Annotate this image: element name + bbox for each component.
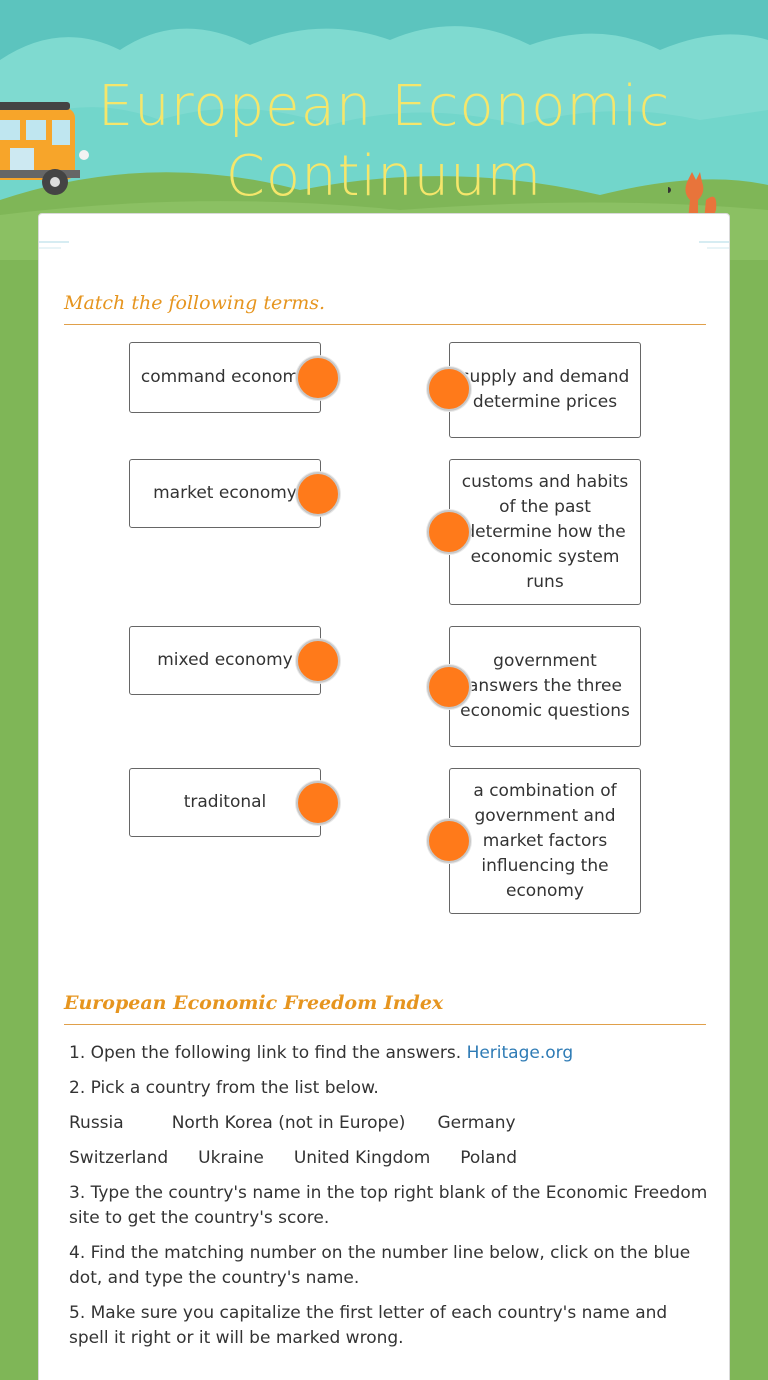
- term-label: market economy: [153, 483, 297, 503]
- term-label: supply and demand determine prices: [460, 367, 630, 412]
- card-corner-decoration: [699, 241, 729, 249]
- instruction-step-1: 1. Open the following link to find the a…: [69, 1041, 709, 1066]
- instruction-step-2: 2. Pick a country from the list below.: [69, 1078, 379, 1098]
- country-name: Ukraine: [198, 1148, 264, 1168]
- match-term-left-3: mixed economy: [129, 626, 321, 695]
- match-term-left-4: traditonal: [129, 768, 321, 837]
- match-term-left-1: command economy: [129, 342, 321, 413]
- term-label: mixed economy: [157, 650, 293, 670]
- term-label: customs and habits of the past determine…: [461, 471, 629, 592]
- match-dot-left-1[interactable]: [296, 356, 340, 400]
- term-label: command economy: [140, 367, 310, 387]
- country-list-row-2: Switzerland Ukraine United Kingdom Poland: [69, 1146, 709, 1171]
- term-label: traditonal: [183, 792, 267, 812]
- match-dot-right-3[interactable]: [427, 665, 471, 709]
- match-term-left-2: market economy: [129, 459, 321, 528]
- title-line-2: Continuum: [225, 144, 543, 209]
- page-title: European Economic Continuum: [60, 72, 708, 212]
- step-text: 1. Open the following link to find the a…: [69, 1043, 462, 1063]
- country-name: Russia: [69, 1113, 124, 1133]
- match-dot-right-1[interactable]: [427, 367, 471, 411]
- instruction-step-3: 3. Type the country's name in the top ri…: [69, 1183, 708, 1228]
- match-dot-right-2[interactable]: [427, 510, 471, 554]
- worksheet-card: Match the following terms. command econo…: [38, 213, 730, 1380]
- match-term-right-3: government answers the three economic qu…: [449, 626, 641, 747]
- country-list-row-1: Russia North Korea (not in Europe) Germany: [69, 1111, 709, 1136]
- country-name: Switzerland: [69, 1148, 169, 1168]
- match-term-right-4: a combination of government and market f…: [449, 768, 641, 914]
- match-dot-right-4[interactable]: [427, 819, 471, 863]
- title-line-1: European Economic: [97, 74, 671, 139]
- instruction-step-4: 4. Find the matching number on the numbe…: [69, 1243, 691, 1288]
- card-corner-decoration: [39, 241, 69, 249]
- term-label: a combination of government and market f…: [473, 780, 617, 901]
- country-name: United Kingdom: [293, 1148, 431, 1168]
- match-term-right-2: customs and habits of the past determine…: [449, 459, 641, 605]
- heritage-link[interactable]: Heritage.org: [466, 1043, 574, 1063]
- match-term-right-1: supply and demand determine prices: [449, 342, 641, 438]
- match-dot-left-3[interactable]: [296, 639, 340, 683]
- match-dot-left-4[interactable]: [296, 781, 340, 825]
- school-bus-illustration: [0, 102, 89, 195]
- match-section-heading: Match the following terms.: [64, 292, 706, 325]
- country-name: North Korea (not in Europe): [171, 1113, 406, 1133]
- instruction-step-5: 5. Make sure you capitalize the first le…: [69, 1303, 668, 1348]
- match-dot-left-2[interactable]: [296, 472, 340, 516]
- term-label: government answers the three economic qu…: [460, 651, 630, 721]
- country-name: Germany: [437, 1113, 516, 1133]
- freedom-index-heading: European Economic Freedom Index: [64, 992, 706, 1025]
- country-name: Poland: [460, 1148, 518, 1168]
